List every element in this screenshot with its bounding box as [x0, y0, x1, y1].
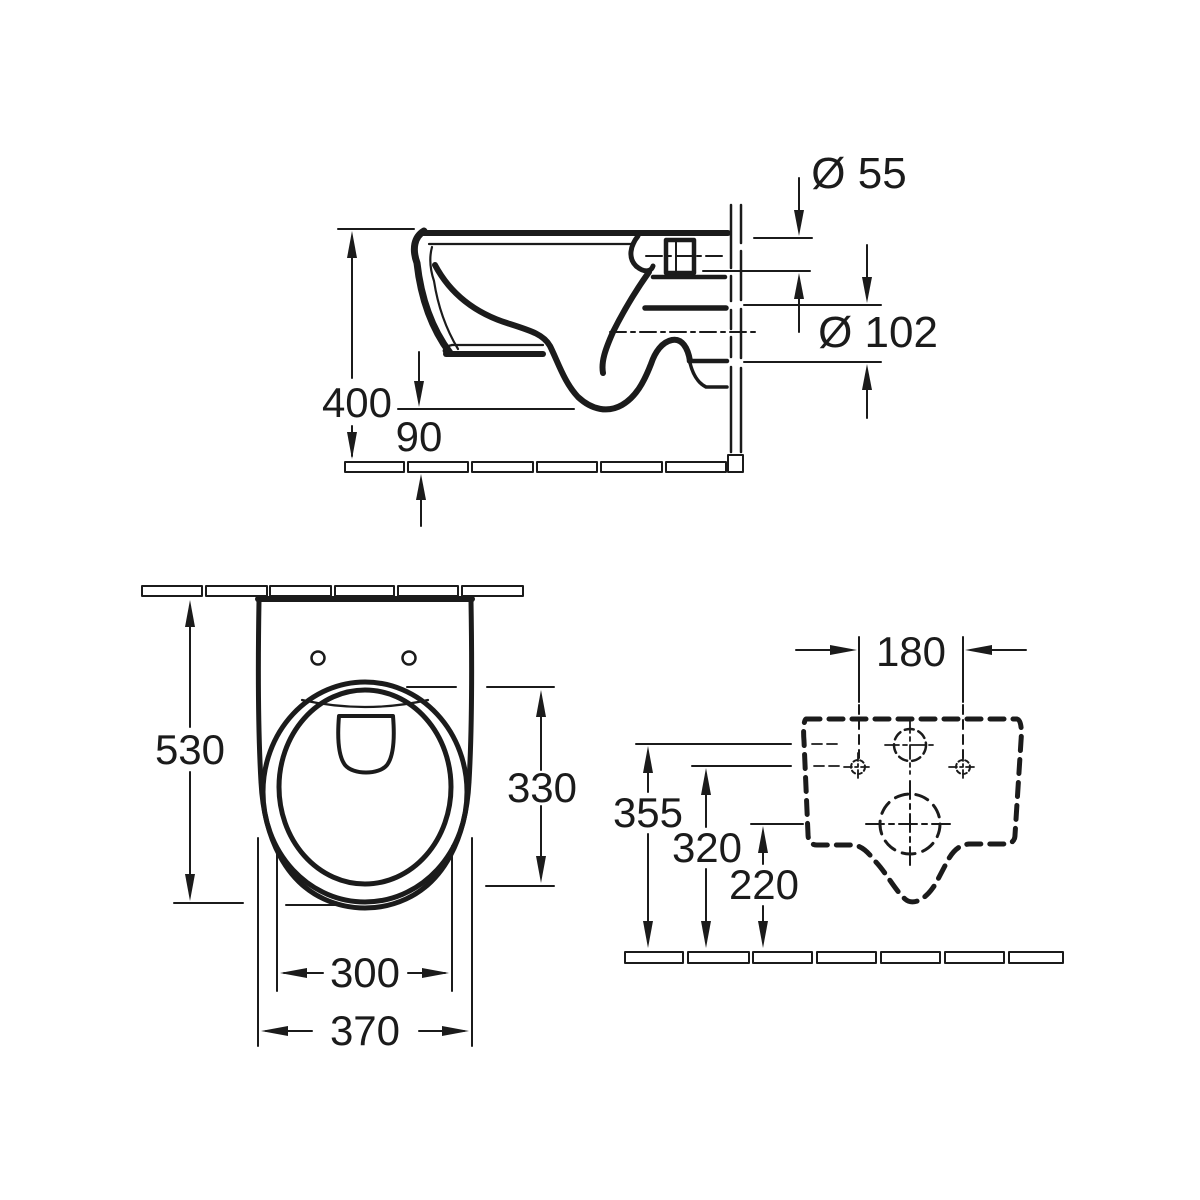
arrowhead-down	[794, 210, 804, 236]
dim-label-330: 330	[507, 764, 577, 811]
outlet-circle	[865, 780, 955, 868]
wall-outline-dashed	[801, 716, 1024, 905]
arrowhead-up	[416, 474, 426, 500]
dim-label-180: 180	[876, 628, 946, 675]
dim-inlet-diameter: Ø 55	[702, 149, 907, 333]
arrowhead-up	[862, 364, 872, 390]
wall-section-line	[729, 203, 743, 454]
arrowhead-up	[758, 826, 768, 853]
bowl-opening	[276, 687, 454, 887]
dim-outlet-diameter: Ø 102	[743, 244, 938, 419]
arrowhead-left	[965, 645, 992, 655]
arrowhead-down	[185, 874, 195, 901]
dim-label-inlet-diameter: Ø 55	[811, 149, 906, 198]
arrowhead-up	[643, 746, 653, 773]
side-view: 400 90 Ø 55 Ø 1	[322, 149, 938, 527]
arrowhead-up	[794, 273, 804, 299]
arrowhead-down	[643, 921, 653, 948]
dim-530: 530	[155, 600, 340, 906]
rear-view: 180 355 320 220	[613, 628, 1064, 964]
seat-fixing-hole-right	[401, 650, 417, 666]
dim-90: 90	[396, 351, 575, 527]
rim-back-hook	[628, 233, 656, 274]
dim-220: 220	[729, 823, 804, 948]
dim-355: 355	[613, 743, 841, 948]
arrowhead-up	[347, 231, 357, 258]
dim-320: 320	[672, 765, 843, 948]
dim-label-400: 400	[322, 379, 392, 426]
dim-370: 370	[257, 837, 473, 1054]
toilet-side-profile	[410, 227, 758, 413]
seat-fixing-hole-left	[310, 650, 326, 666]
arrowhead-left	[261, 1026, 288, 1036]
floor-tiles-rear	[624, 951, 1064, 964]
dim-label-90: 90	[396, 413, 443, 460]
dim-label-300: 300	[330, 949, 400, 996]
dim-400: 400	[322, 228, 415, 459]
dim-label-220: 220	[729, 861, 799, 908]
arrowhead-up	[536, 690, 546, 717]
dim-label-370: 370	[330, 1007, 400, 1054]
arrowhead-down	[414, 381, 424, 407]
arrowhead-up	[701, 768, 711, 795]
inlet-circle	[884, 718, 936, 775]
dim-300: 300	[276, 845, 453, 996]
arrowhead-down	[536, 856, 546, 883]
dim-label-530: 530	[155, 726, 225, 773]
weir-wall	[599, 269, 652, 376]
toilet-plan-outline	[255, 596, 475, 911]
arrowhead-right	[422, 968, 449, 978]
dim-330: 330	[406, 686, 577, 887]
arrowhead-left	[280, 968, 307, 978]
arrowhead-down	[701, 921, 711, 948]
arrowhead-right	[830, 645, 857, 655]
arrowhead-down	[862, 277, 872, 303]
rim-inner-edge	[300, 698, 430, 709]
dim-label-320: 320	[672, 824, 742, 871]
dim-180: 180	[795, 628, 1027, 759]
arrowhead-up	[185, 600, 195, 627]
seat-ring-outer	[260, 679, 470, 905]
arrowhead-down	[758, 921, 768, 948]
dim-label-355: 355	[613, 789, 683, 836]
floor-tiles-side	[344, 454, 744, 473]
plan-view: 530 330 300 370	[141, 585, 577, 1054]
dim-label-outlet-diameter: Ø 102	[818, 308, 938, 357]
arrowhead-down	[347, 432, 357, 459]
arrowhead-right	[442, 1026, 469, 1036]
wall-tiles-plan	[141, 585, 524, 597]
flush-spreader	[336, 714, 396, 775]
